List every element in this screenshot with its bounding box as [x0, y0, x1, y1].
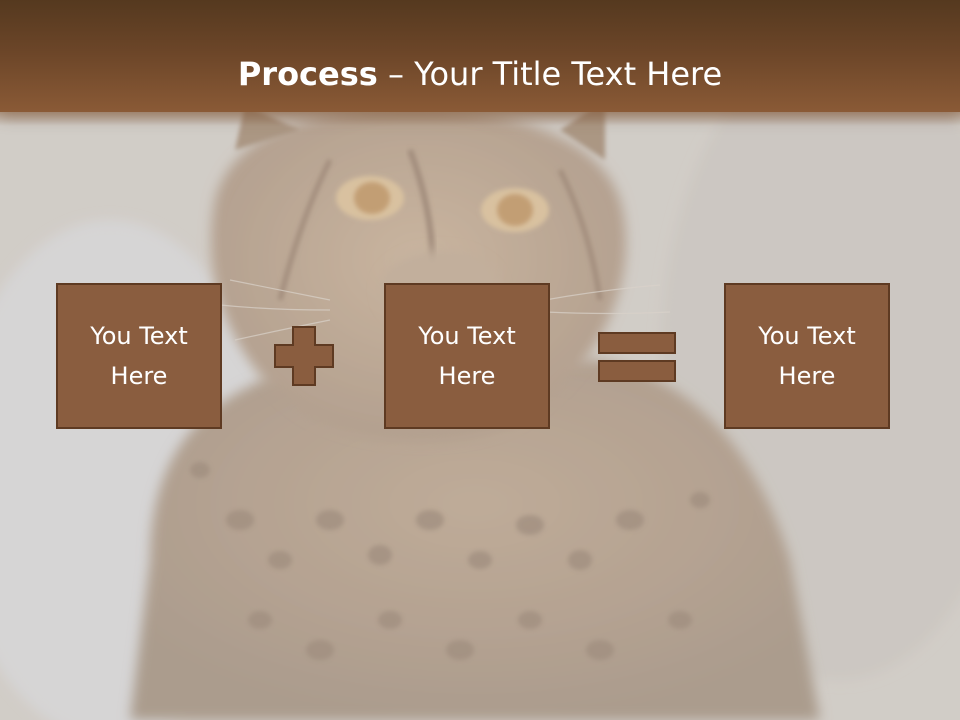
title-bold-part: Process: [237, 55, 378, 93]
process-box-1[interactable]: You Text Here: [56, 283, 222, 429]
title-bar: Process – Your Title Text Here: [0, 0, 960, 126]
title-rest-part: – Your Title Text Here: [377, 55, 723, 93]
process-box-label: You Text Here: [758, 322, 856, 390]
process-box-2[interactable]: You Text Here: [384, 283, 550, 429]
process-box-label: You Text Here: [90, 322, 188, 390]
slide-title: Process – Your Title Text Here: [0, 52, 960, 96]
process-box-3[interactable]: You Text Here: [724, 283, 890, 429]
process-box-label: You Text Here: [418, 322, 516, 390]
equals-icon: [598, 332, 676, 382]
plus-icon: [274, 326, 334, 386]
